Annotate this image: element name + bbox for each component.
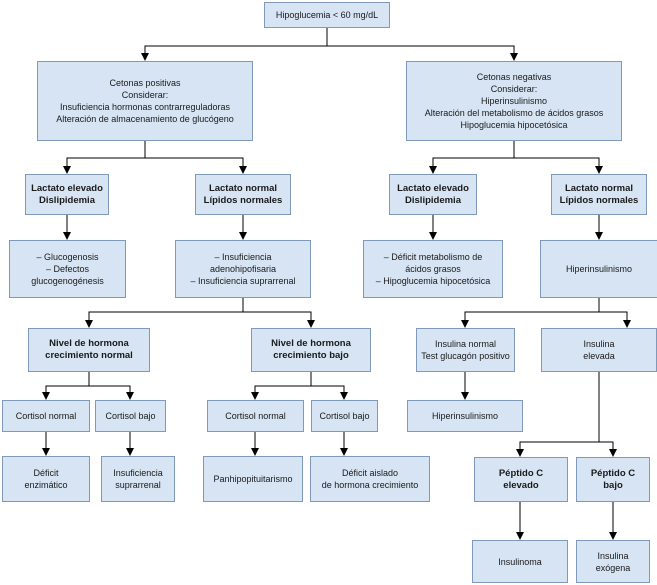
node-hyperinsulinism-1: Hiperinsulinismo — [540, 240, 657, 298]
node-insulin-high-label: Insulina elevada — [583, 339, 615, 361]
node-right-lactate-high: Lactato elevado Dislipidemia — [389, 174, 477, 215]
connector-gh-low-cortisol-low — [311, 385, 348, 400]
connector-insufficiency-gh-normal — [85, 298, 244, 328]
node-ketones-negative: Cetonas negativas Considerar: Hiperinsul… — [406, 61, 622, 141]
node-adrenal-insufficiency-label: Insuficiencia suprarrenal — [113, 468, 163, 490]
node-exogenous-insulin: Insulina exógena — [576, 540, 650, 583]
node-left-lactate-normal: Lactato normal Lípidos normales — [195, 174, 291, 215]
node-hyperinsulinism-2: Hiperinsulinismo — [407, 400, 523, 432]
node-cortisol-low-1-label: Cortisol bajo — [105, 411, 156, 421]
node-insulinoma-label: Insulinoma — [498, 556, 542, 567]
node-cortisol-low-2-label: Cortisol bajo — [319, 411, 370, 421]
node-hypoglycemia-label: Hipoglucemia < 60 mg/dL — [275, 10, 379, 20]
node-isolated-gh-deficit-label: Déficit aislado de hormona crecimiento — [321, 468, 419, 490]
connector-insulin-high-peptide-low — [599, 441, 617, 457]
node-gh-low-label: Nivel de hormona crecimiento bajo — [271, 338, 351, 361]
connector-hyperinsulinism-insulin-normal — [461, 298, 600, 328]
node-enzyme-deficit-label: Déficit enzimático — [24, 468, 68, 490]
node-cortisol-normal-1-label: Cortisol normal — [15, 411, 77, 421]
connector-insulin-high-peptide-high — [516, 372, 600, 457]
node-ketones-positive-label: Cetonas positivas Considerar: Insuficien… — [56, 78, 234, 124]
node-adrenal-insufficiency: Insuficiencia suprarrenal — [101, 456, 175, 502]
connector-root-ketones-positive — [141, 28, 328, 61]
node-insulin-normal-label: Insulina normal Test glucagón positivo — [421, 339, 510, 361]
node-right-lactate-normal-label: Lactato normal Lípidos normales — [559, 182, 639, 206]
connector-gh-low-cortisol-normal — [251, 372, 312, 400]
node-insufficiency: – Insuficiencia adenohipofisaria – Insuf… — [175, 240, 311, 298]
node-ketones-positive: Cetonas positivas Considerar: Insuficien… — [37, 61, 253, 141]
node-insufficiency-label: – Insuficiencia adenohipofisaria – Insuf… — [190, 252, 296, 286]
node-hypoglycemia: Hipoglucemia < 60 mg/dL — [264, 2, 390, 28]
connector-hyperinsulinism-insulin-high — [599, 311, 631, 328]
node-ketones-negative-label: Cetonas negativas Considerar: Hiperinsul… — [424, 72, 604, 130]
node-right-lactate-high-label: Lactato elevado Dislipidemia — [397, 182, 469, 206]
node-glucogenosis: – Glucogenosis – Defectos glucogenogénes… — [9, 240, 126, 298]
node-left-lactate-normal-label: Lactato normal Lípidos normales — [203, 182, 283, 206]
node-cortisol-normal-1: Cortisol normal — [2, 400, 90, 432]
node-peptide-c-low: Péptido C bajo — [576, 457, 650, 502]
node-panhypopituitarism-label: Panhipopituitarismo — [213, 474, 293, 484]
node-cortisol-normal-2-label: Cortisol normal — [225, 411, 286, 421]
node-glucogenosis-label: – Glucogenosis – Defectos glucogenogénes… — [31, 252, 104, 286]
node-gh-normal: Nivel de hormona crecimiento normal — [28, 328, 150, 372]
connector-gh-normal-cortisol-normal — [42, 372, 90, 400]
node-panhypopituitarism: Panhipopituitarismo — [203, 456, 303, 502]
connector-gh-normal-cortisol-low — [89, 385, 134, 400]
node-cortisol-low-1: Cortisol bajo — [95, 400, 166, 432]
node-left-lactate-high: Lactato elevado Dislipidemia — [25, 174, 109, 215]
node-cortisol-low-2: Cortisol bajo — [311, 400, 378, 432]
connector-kpos-lactate-normal — [145, 157, 247, 174]
node-cortisol-normal-2: Cortisol normal — [207, 400, 304, 432]
connector-kneg-lactate-normal — [514, 157, 603, 174]
node-hyperinsulinism-2-label: Hiperinsulinismo — [431, 411, 499, 421]
node-peptide-c-low-label: Péptido C bajo — [590, 467, 636, 491]
node-insulin-high: Insulina elevada — [541, 328, 657, 372]
connector-kpos-lactate-high — [63, 141, 146, 174]
connector-kneg-lactate-high — [429, 141, 515, 174]
connector-root-ketones-negative — [327, 45, 518, 61]
node-isolated-gh-deficit: Déficit aislado de hormona crecimiento — [310, 456, 430, 502]
node-left-lactate-high-label: Lactato elevado Dislipidemia — [31, 182, 103, 206]
node-exogenous-insulin-label: Insulina exógena — [595, 550, 631, 573]
node-fatty-acid-deficit: – Déficit metabolismo de ácidos grasos –… — [363, 240, 503, 298]
node-peptide-c-high-label: Péptido C elevado — [498, 467, 544, 491]
node-fatty-acid-deficit-label: – Déficit metabolismo de ácidos grasos –… — [375, 252, 491, 286]
node-gh-low: Nivel de hormona crecimiento bajo — [251, 328, 371, 372]
node-insulin-normal: Insulina normal Test glucagón positivo — [416, 328, 515, 372]
node-right-lactate-normal: Lactato normal Lípidos normales — [551, 174, 647, 215]
node-peptide-c-high: Péptido C elevado — [474, 457, 568, 502]
connector-insufficiency-gh-low — [243, 311, 315, 328]
node-enzyme-deficit: Déficit enzimático — [2, 456, 90, 502]
node-hyperinsulinism-1-label: Hiperinsulinismo — [565, 264, 633, 274]
node-gh-normal-label: Nivel de hormona crecimiento normal — [45, 338, 133, 361]
node-insulinoma: Insulinoma — [472, 540, 568, 583]
